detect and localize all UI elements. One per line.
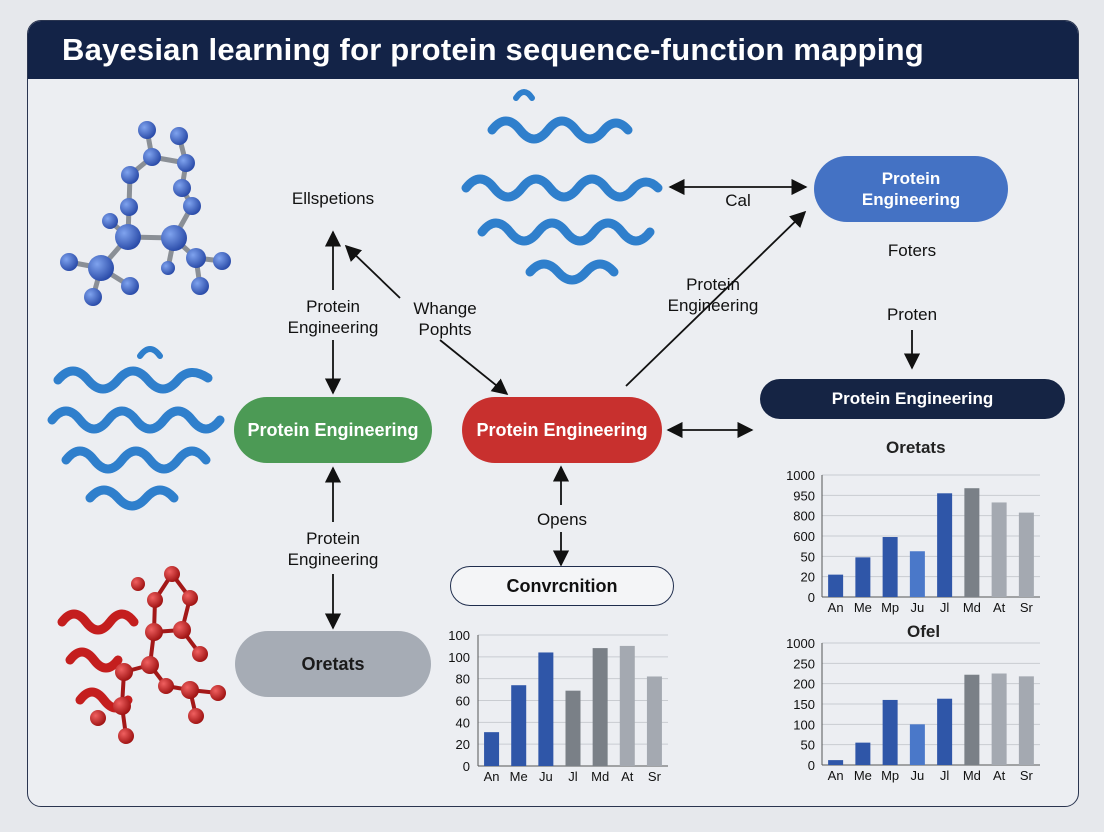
chart-1-xtick: An [828, 600, 844, 615]
label-protein-engineering-diag: Protein Engineering [667, 275, 759, 315]
chart-0-xtick: Jl [568, 769, 578, 784]
chart-2-xtick: Jl [940, 768, 950, 783]
chart-2-bar-An [828, 760, 844, 765]
protein-ribbon-top-icon [461, 89, 663, 285]
label-protein-engineering-upper: Protein Engineering [287, 297, 379, 337]
chart-1-bar-At [991, 502, 1007, 597]
chart-1-xtick: Jl [940, 600, 950, 615]
chart-1-bar-Md [964, 488, 980, 597]
node-protein-engineering-red[interactable]: Protein Engineering [462, 397, 662, 463]
chart-2-bar-Md [964, 674, 980, 765]
chart-2-bar-Me [855, 742, 871, 765]
node-convrcnition-outline[interactable]: Convrcnition [450, 566, 674, 606]
chart-2-ytick: 150 [793, 697, 815, 712]
chart-2-ytick: 200 [793, 677, 815, 692]
arrow-red-to-blue [625, 210, 807, 387]
chart-0-ytick: 0 [463, 759, 470, 774]
chart-0-ytick: 40 [456, 715, 470, 730]
chart-0-bar-At [619, 645, 635, 766]
chart-0-bar-Sr [646, 676, 662, 766]
chart-2-xtick: At [993, 768, 1006, 783]
chart-0-bar-Ju [538, 652, 554, 766]
chart-0-ytick: 60 [456, 694, 470, 709]
chart-1-ytick: 50 [801, 549, 815, 564]
chart-0-bar-Jl [565, 690, 581, 766]
chart-2-ytick: 0 [808, 758, 815, 773]
chart-1-ytick: 1000 [786, 468, 815, 483]
chart-2-bar-Ju [909, 724, 925, 765]
chart-2-bar-Sr [1018, 676, 1034, 765]
chart-1-xtick: Sr [1020, 600, 1034, 615]
chart-2-bar-Jl [937, 698, 953, 765]
chart-0-xtick: An [484, 769, 500, 784]
chart-0-bar-An [484, 732, 500, 766]
chart-2-ytick: 1000 [786, 636, 815, 651]
connector-arrows [324, 178, 921, 630]
chart-1-xtick: At [993, 600, 1006, 615]
chart-0-xtick: Me [510, 769, 528, 784]
chart-1-xtick: Md [963, 600, 981, 615]
chart-0-xtick: Md [591, 769, 609, 784]
label-proten: Proten [886, 305, 938, 324]
chart-0-bar-Me [511, 685, 527, 766]
label-protein-engineering-lower: Protein Engineering [287, 529, 379, 569]
red-molecule-icon [57, 566, 226, 744]
chart-0-xtick: Sr [648, 769, 662, 784]
chart-1-ytick: 0 [808, 590, 815, 605]
chart-1-xtick: Mp [881, 600, 899, 615]
chart-0-ytick: 80 [456, 672, 470, 687]
chart-1-bar-Sr [1018, 512, 1034, 597]
node-protein-engineering-navy[interactable]: Protein Engineering [760, 379, 1065, 419]
title-bar: Bayesian learning for protein sequence-f… [28, 21, 1078, 79]
chart-2-xtick: An [828, 768, 844, 783]
chart-1-xtick: Me [854, 600, 872, 615]
chart-1-bar-An [828, 574, 844, 597]
chart-0-bar-Md [592, 648, 608, 766]
chart-0-ytick: 100 [448, 628, 470, 643]
chart-1-ytick: 20 [801, 570, 815, 585]
label-foters: Foters [887, 241, 937, 260]
chart-2-xtick: Me [854, 768, 872, 783]
node-oretats-gray[interactable]: Oretats [235, 631, 431, 697]
chart-2-bar-At [991, 673, 1007, 765]
arrow-whange-upleft [344, 244, 401, 299]
chart-2-xtick: Ju [911, 768, 925, 783]
chart-1-ytick: 950 [793, 488, 815, 503]
label-whange-pophts: Whange Pophts [413, 299, 477, 339]
arrow-whange-downright [439, 339, 509, 396]
chart-1-bar-Jl [937, 493, 953, 597]
chart-2-bar-Mp [882, 699, 898, 765]
chart-0-ytick: 20 [456, 737, 470, 752]
label-cal: Cal [725, 191, 751, 210]
chart-1-bar-Mp [882, 537, 898, 597]
chart-0-xtick: At [621, 769, 634, 784]
chart-1-bar-Me [855, 557, 871, 597]
chart-0-xtick: Ju [539, 769, 553, 784]
label-ellspetions: Ellspetions [291, 189, 375, 208]
protein-ribbon-left-icon [47, 346, 225, 511]
chart-1-bar-Ju [909, 551, 925, 597]
page-title: Bayesian learning for protein sequence-f… [62, 32, 924, 67]
chart-1-xtick: Ju [911, 600, 925, 615]
chart-2-xtick: Md [963, 768, 981, 783]
blue-molecule-atoms [60, 121, 231, 306]
chart-0-ytick: 100 [448, 650, 470, 665]
chart-1-ytick: 800 [793, 509, 815, 524]
chart-title-ofel: Ofel [907, 622, 941, 641]
chart-2-ytick: 50 [801, 738, 815, 753]
label-opens: Opens [536, 510, 588, 529]
chart-1-ytick: 600 [793, 529, 815, 544]
chart-2-xtick: Mp [881, 768, 899, 783]
chart-2-ytick: 100 [793, 717, 815, 732]
chart-title-oretats: Oretats [886, 438, 946, 457]
chart-2-ytick: 250 [793, 656, 815, 671]
node-protein-engineering-blue[interactable]: Protein Engineering [814, 156, 1008, 222]
chart-2-xtick: Sr [1020, 768, 1034, 783]
node-protein-engineering-green[interactable]: Protein Engineering [234, 397, 432, 463]
